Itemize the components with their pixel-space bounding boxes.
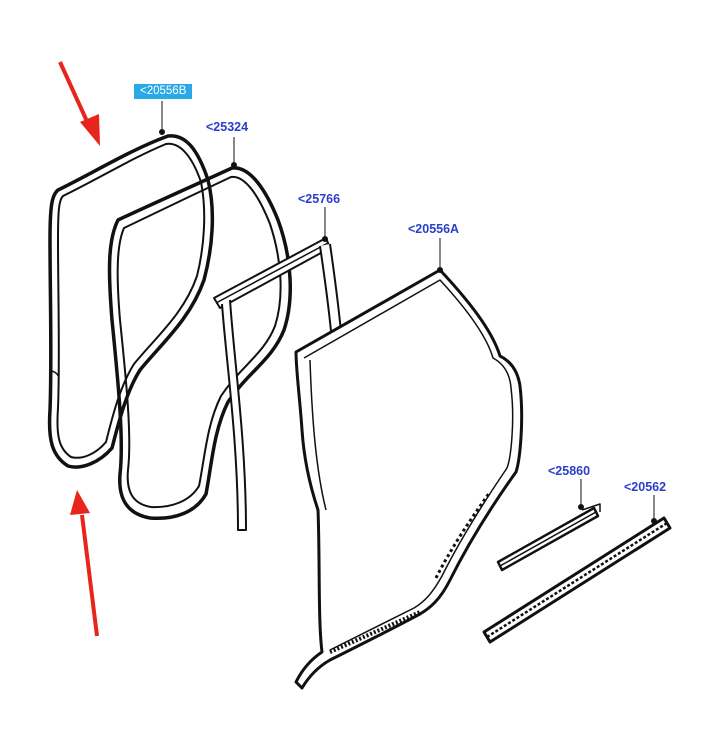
leader-lines — [159, 101, 657, 524]
callout-25860: <25860 — [548, 464, 591, 478]
red-arrow-bottom — [70, 490, 99, 637]
callout-20562: <20562 — [624, 480, 667, 494]
callout-25766: <25766 — [298, 192, 341, 206]
seal-25324 — [107, 166, 292, 521]
red-arrow-top — [58, 61, 100, 146]
seal-20556B — [47, 134, 215, 469]
callout-20556A: <20556A — [408, 222, 460, 236]
strip-20562 — [482, 516, 672, 644]
callout-20556B: <20556B — [134, 84, 193, 99]
callout-25324: <25324 — [206, 120, 249, 134]
seal-20556A — [294, 268, 524, 690]
strip-25860 — [496, 503, 601, 572]
